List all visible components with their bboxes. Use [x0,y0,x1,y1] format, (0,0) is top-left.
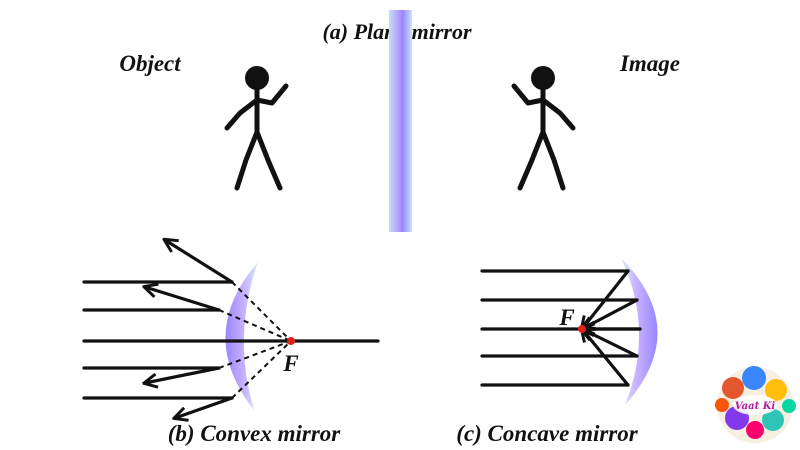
reflected-ray-1 [165,240,234,284]
convex-mirror-section: F (b) Convex mirror [82,240,380,446]
plane-mirror [389,10,412,232]
convex-focus-label: F [282,351,298,376]
image-label: Image [619,51,680,76]
reflected-ray-5 [175,396,234,418]
reflected-ray-2 [145,287,221,312]
reflected-ray-4 [145,366,221,383]
convex-mirror [225,262,258,410]
logo-text: Vaat Ki [735,401,776,412]
concave-focus-dot [578,325,586,333]
concave-focus-label: F [558,305,574,330]
virtual-ray-4 [218,340,292,369]
object-label: Object [119,51,181,76]
concave-mirror-section: F (c) Concave mirror [456,258,658,446]
concave-mirror-caption: (c) Concave mirror [456,421,638,446]
reflected-ray-c4 [582,329,639,358]
reflected-ray-c5 [582,329,630,387]
convex-focus-dot [287,337,295,345]
convex-mirror-caption: (b) Convex mirror [168,421,342,446]
virtual-ray-2 [218,309,292,342]
virtual-ray-5 [231,340,292,399]
reflected-ray-c2 [582,298,639,329]
image-stick-figure [511,66,576,191]
plane-mirror-section: (a) Plane mirror Object Image [119,10,680,232]
virtual-ray-1 [231,281,292,342]
brand-logo: Vaat Ki [715,366,796,443]
object-stick-figure [224,66,289,191]
concave-mirror [621,258,658,405]
